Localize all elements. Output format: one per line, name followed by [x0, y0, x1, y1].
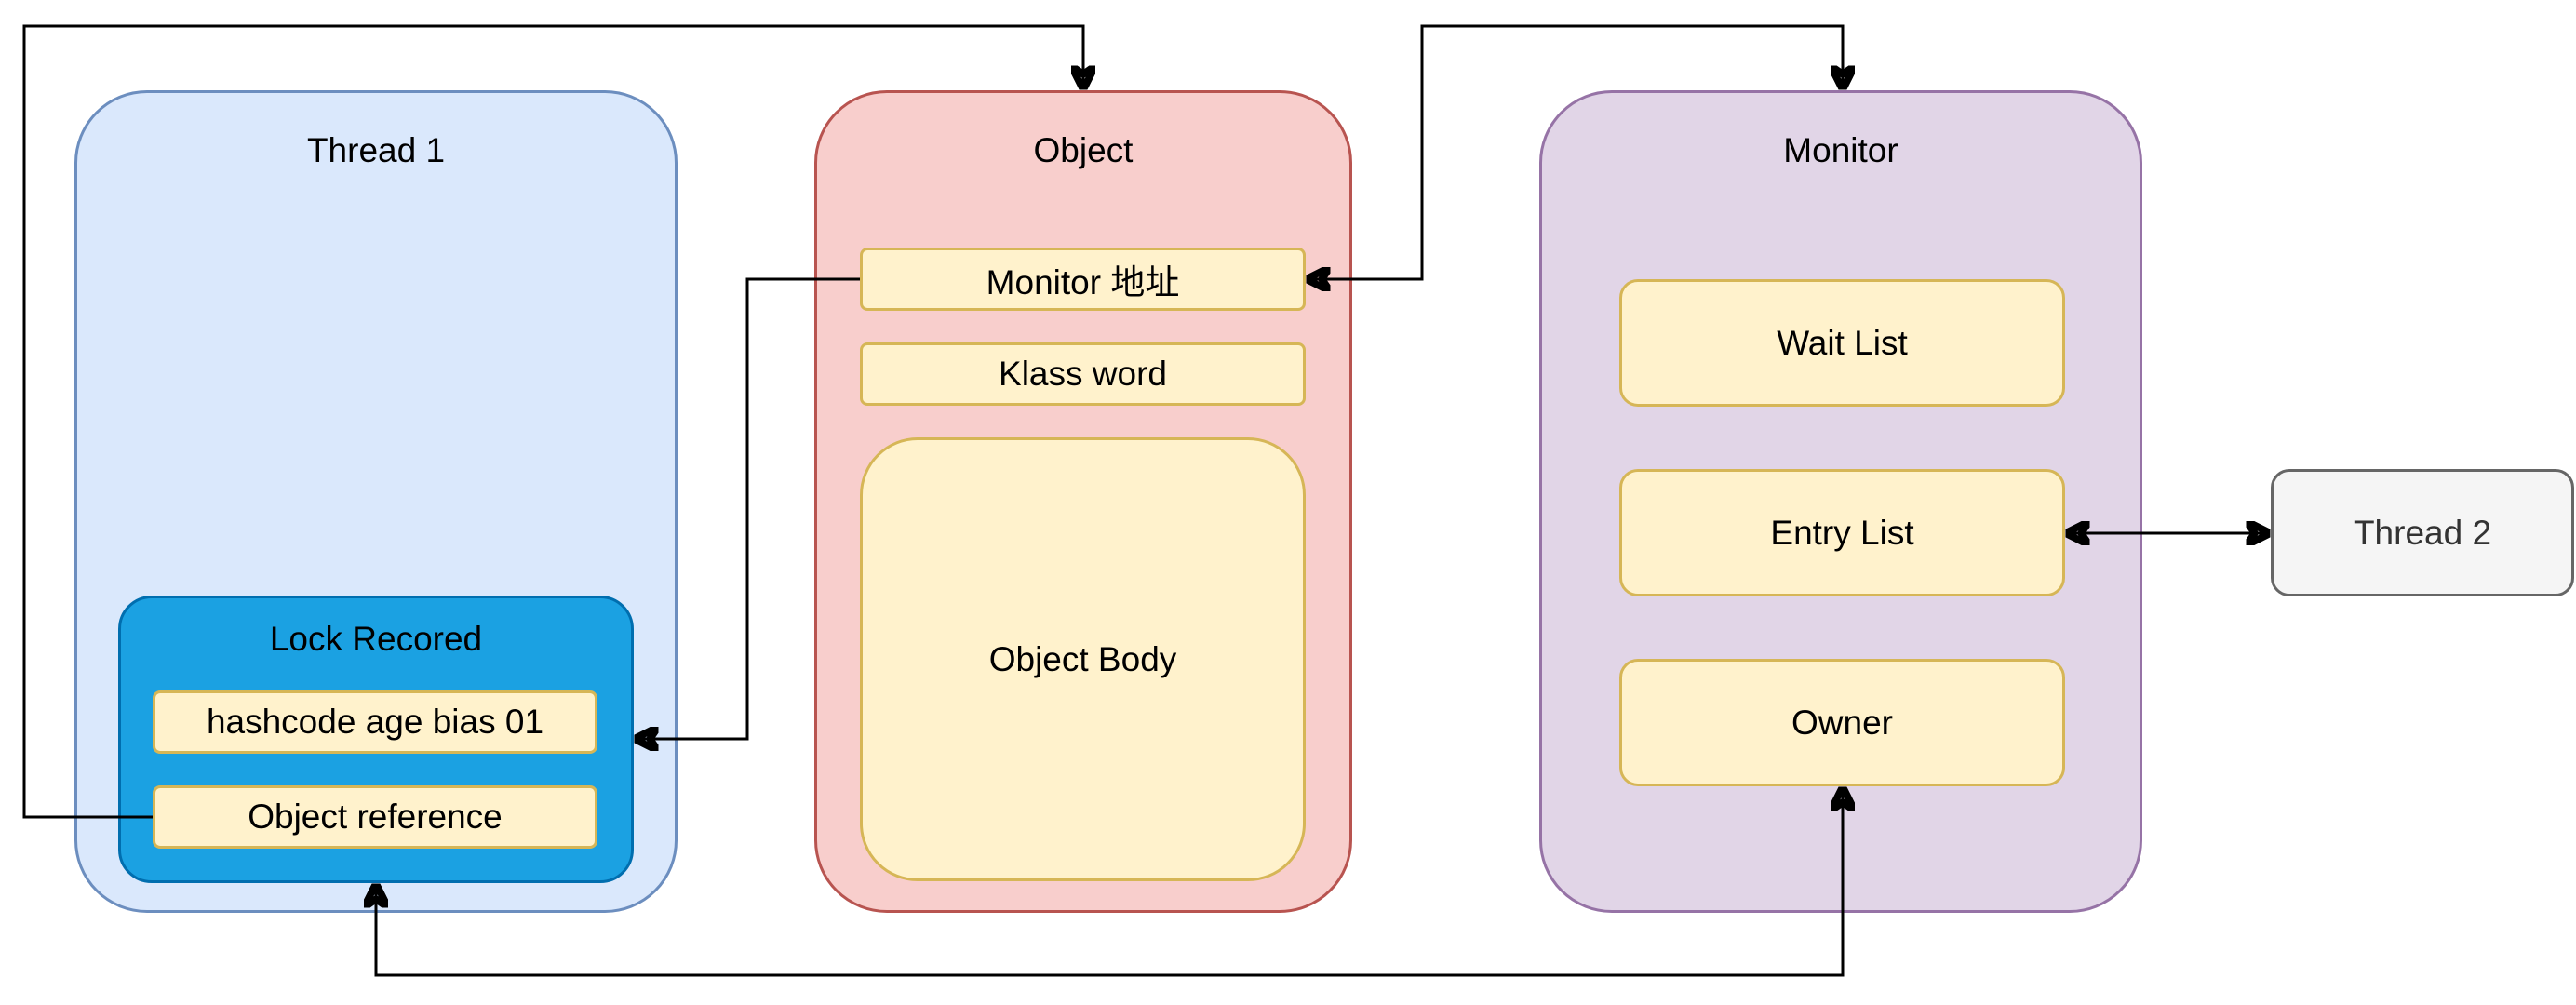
wait-list-field: Wait List	[1619, 279, 2065, 407]
monitor-address-field: Monitor 地址	[860, 248, 1306, 311]
connector-objref-to-object	[22, 24, 1083, 819]
connector-monitor-to-monitor-address	[1308, 24, 1843, 279]
owner-field: Owner	[1619, 659, 2065, 786]
connector-monitor-address-to-hashcode	[637, 277, 860, 739]
thread1-title: Thread 1	[306, 131, 446, 169]
hashcode-field: hashcode age bias 01	[153, 690, 597, 754]
thread2-box: Thread 2	[2271, 469, 2574, 596]
object-title: Object	[1033, 131, 1134, 169]
connector-lock-record-to-owner	[376, 789, 1843, 977]
klass-word-field: Klass word	[860, 342, 1306, 406]
thread2-label: Thread 2	[2353, 513, 2492, 552]
entry-list-field: Entry List	[1619, 469, 2065, 596]
lock-record-title: Lock Recored	[269, 620, 483, 658]
